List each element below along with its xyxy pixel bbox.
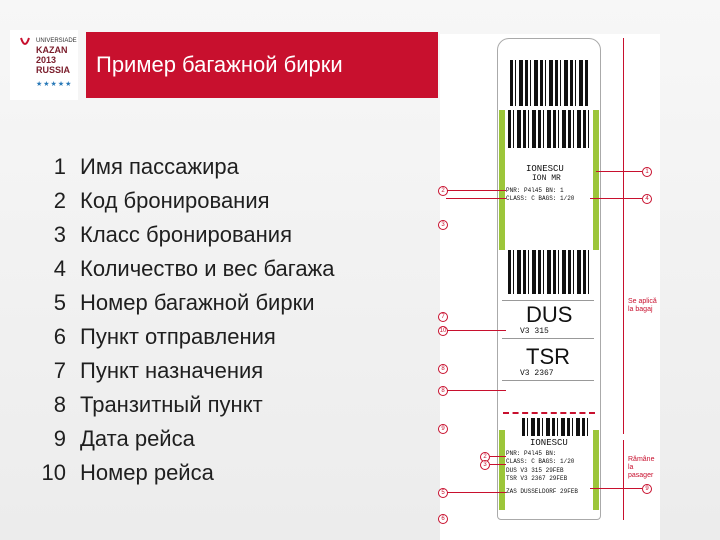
callout-line-4	[590, 198, 642, 199]
item-label: Номер багажной бирки	[80, 290, 315, 315]
list-item: 1 Имя пассажира	[30, 150, 335, 184]
item-label: Имя пассажира	[80, 154, 239, 179]
callout-line-2b	[490, 456, 506, 457]
item-number: 5	[53, 290, 66, 315]
stub-pnr: PNR: P4l45 BN:	[506, 450, 557, 457]
note-applies-to-bag: Se aplică la bagaj	[628, 298, 657, 313]
stub-route-1: DUS V3 315 29FEB	[506, 467, 564, 474]
item-label: Транзитный пункт	[80, 392, 263, 417]
item-label: Номер рейса	[80, 460, 214, 485]
item-number: 1	[53, 154, 66, 179]
list-item: 3 Класс бронирования	[30, 218, 335, 252]
logo-line3: 2013	[36, 55, 57, 65]
callout-marker-3: 3	[438, 220, 448, 230]
callout-marker-8b: 8	[438, 386, 448, 396]
legend-list: 1 Имя пассажира 2 Код бронирования 3 Класс …	[30, 150, 335, 490]
universiade-logo-icon	[20, 37, 30, 45]
item-number: 3	[53, 222, 66, 247]
tag-flight-2: V3 2367	[520, 369, 554, 378]
logo: UNIVERSIADE KAZAN 2013 RUSSIA ★★★★★	[10, 30, 78, 100]
tag-divider	[502, 380, 594, 381]
barcode-top-2	[508, 110, 590, 148]
callout-line-1	[596, 171, 642, 172]
list-item: 10 Номер рейса	[30, 456, 335, 490]
barcode-top-1	[510, 60, 590, 106]
callout-line-3	[446, 198, 506, 199]
item-number: 8	[53, 392, 66, 417]
logo-line2: KAZAN	[36, 45, 68, 55]
logo-stars: ★★★★★	[36, 81, 73, 88]
item-label: Пункт назначения	[80, 358, 264, 383]
callout-bracket-stub	[623, 440, 624, 520]
tag-destination-1: DUS	[526, 302, 573, 327]
logo-line4: RUSSIA	[36, 65, 71, 75]
callout-marker-1: 1	[642, 167, 652, 177]
barcode-middle	[508, 250, 590, 294]
item-number: 7	[53, 358, 66, 383]
callout-marker-9: 9	[438, 424, 448, 434]
list-item: 5 Номер багажной бирки	[30, 286, 335, 320]
item-number: 9	[53, 426, 66, 451]
callout-marker-7: 7	[438, 312, 448, 322]
item-number: 10	[41, 460, 66, 485]
item-label: Класс бронирования	[80, 222, 293, 247]
tag-green-stripe-right	[593, 110, 599, 250]
callout-line-3b	[490, 464, 506, 465]
callout-bracket-tag	[623, 38, 624, 434]
callout-marker-8: 8	[438, 364, 448, 374]
list-item: 2 Код бронирования	[30, 184, 335, 218]
callout-marker-2: 2	[438, 186, 448, 196]
callout-marker-4: 4	[642, 194, 652, 204]
stub-passenger-name: IONESCU	[530, 438, 568, 448]
tag-divider	[502, 338, 594, 339]
callout-marker-3b: 3	[480, 460, 490, 470]
item-label: Код бронирования	[80, 188, 270, 213]
barcode-stub	[522, 418, 588, 436]
stub-route-2: TSR V3 2367 29FEB	[506, 475, 568, 482]
tag-pnr: PNR: P4l45 BN: 1	[506, 187, 564, 194]
item-number: 2	[53, 188, 66, 213]
callout-marker-5: 5	[438, 488, 448, 498]
note-stays-with-passenger: Rămâne la pasager	[628, 456, 655, 479]
tag-passenger-title: ION MR	[532, 174, 561, 183]
callout-marker-6: 6	[438, 514, 448, 524]
tag-divider	[502, 300, 594, 301]
tag-green-stripe-left	[499, 110, 505, 250]
callout-line-10	[446, 330, 506, 331]
item-number: 6	[53, 324, 66, 349]
callout-line-2	[446, 190, 506, 191]
logo-line1: UNIVERSIADE	[36, 38, 77, 44]
stub-green-stripe-left	[499, 430, 505, 510]
stub-green-stripe-right	[593, 430, 599, 510]
item-number: 4	[53, 256, 66, 281]
list-item: 7 Пункт назначения	[30, 354, 335, 388]
item-label: Дата рейса	[80, 426, 195, 451]
stub-class-bags: CLASS: C BAGS: 1/20	[506, 458, 575, 465]
item-label: Количество и вес багажа	[80, 256, 335, 281]
callout-marker-9b: 9	[642, 484, 652, 494]
tag-tear-line	[503, 412, 595, 414]
tag-destination-2: TSR	[526, 344, 570, 369]
callout-line-5	[446, 492, 506, 493]
list-item: 4 Количество и вес багажа	[30, 252, 335, 286]
callout-line-9	[590, 488, 642, 489]
callout-marker-10: 10	[438, 326, 448, 336]
tag-class-bags: CLASS: C BAGS: 1/20	[506, 195, 575, 202]
list-item: 6 Пункт отправления	[30, 320, 335, 354]
stub-route-3: ZAS DUSSELDORF 29FEB	[506, 488, 579, 495]
tag-passenger-name: IONESCU	[526, 164, 564, 174]
list-item: 8 Транзитный пункт	[30, 388, 335, 422]
logo-text: UNIVERSIADE KAZAN 2013 RUSSIA	[36, 38, 78, 75]
tag-flight-1: V3 315	[520, 327, 549, 336]
slide-title: Пример багажной бирки	[86, 32, 438, 98]
list-item: 9 Дата рейса	[30, 422, 335, 456]
callout-line-8	[446, 390, 506, 391]
item-label: Пункт отправления	[80, 324, 276, 349]
